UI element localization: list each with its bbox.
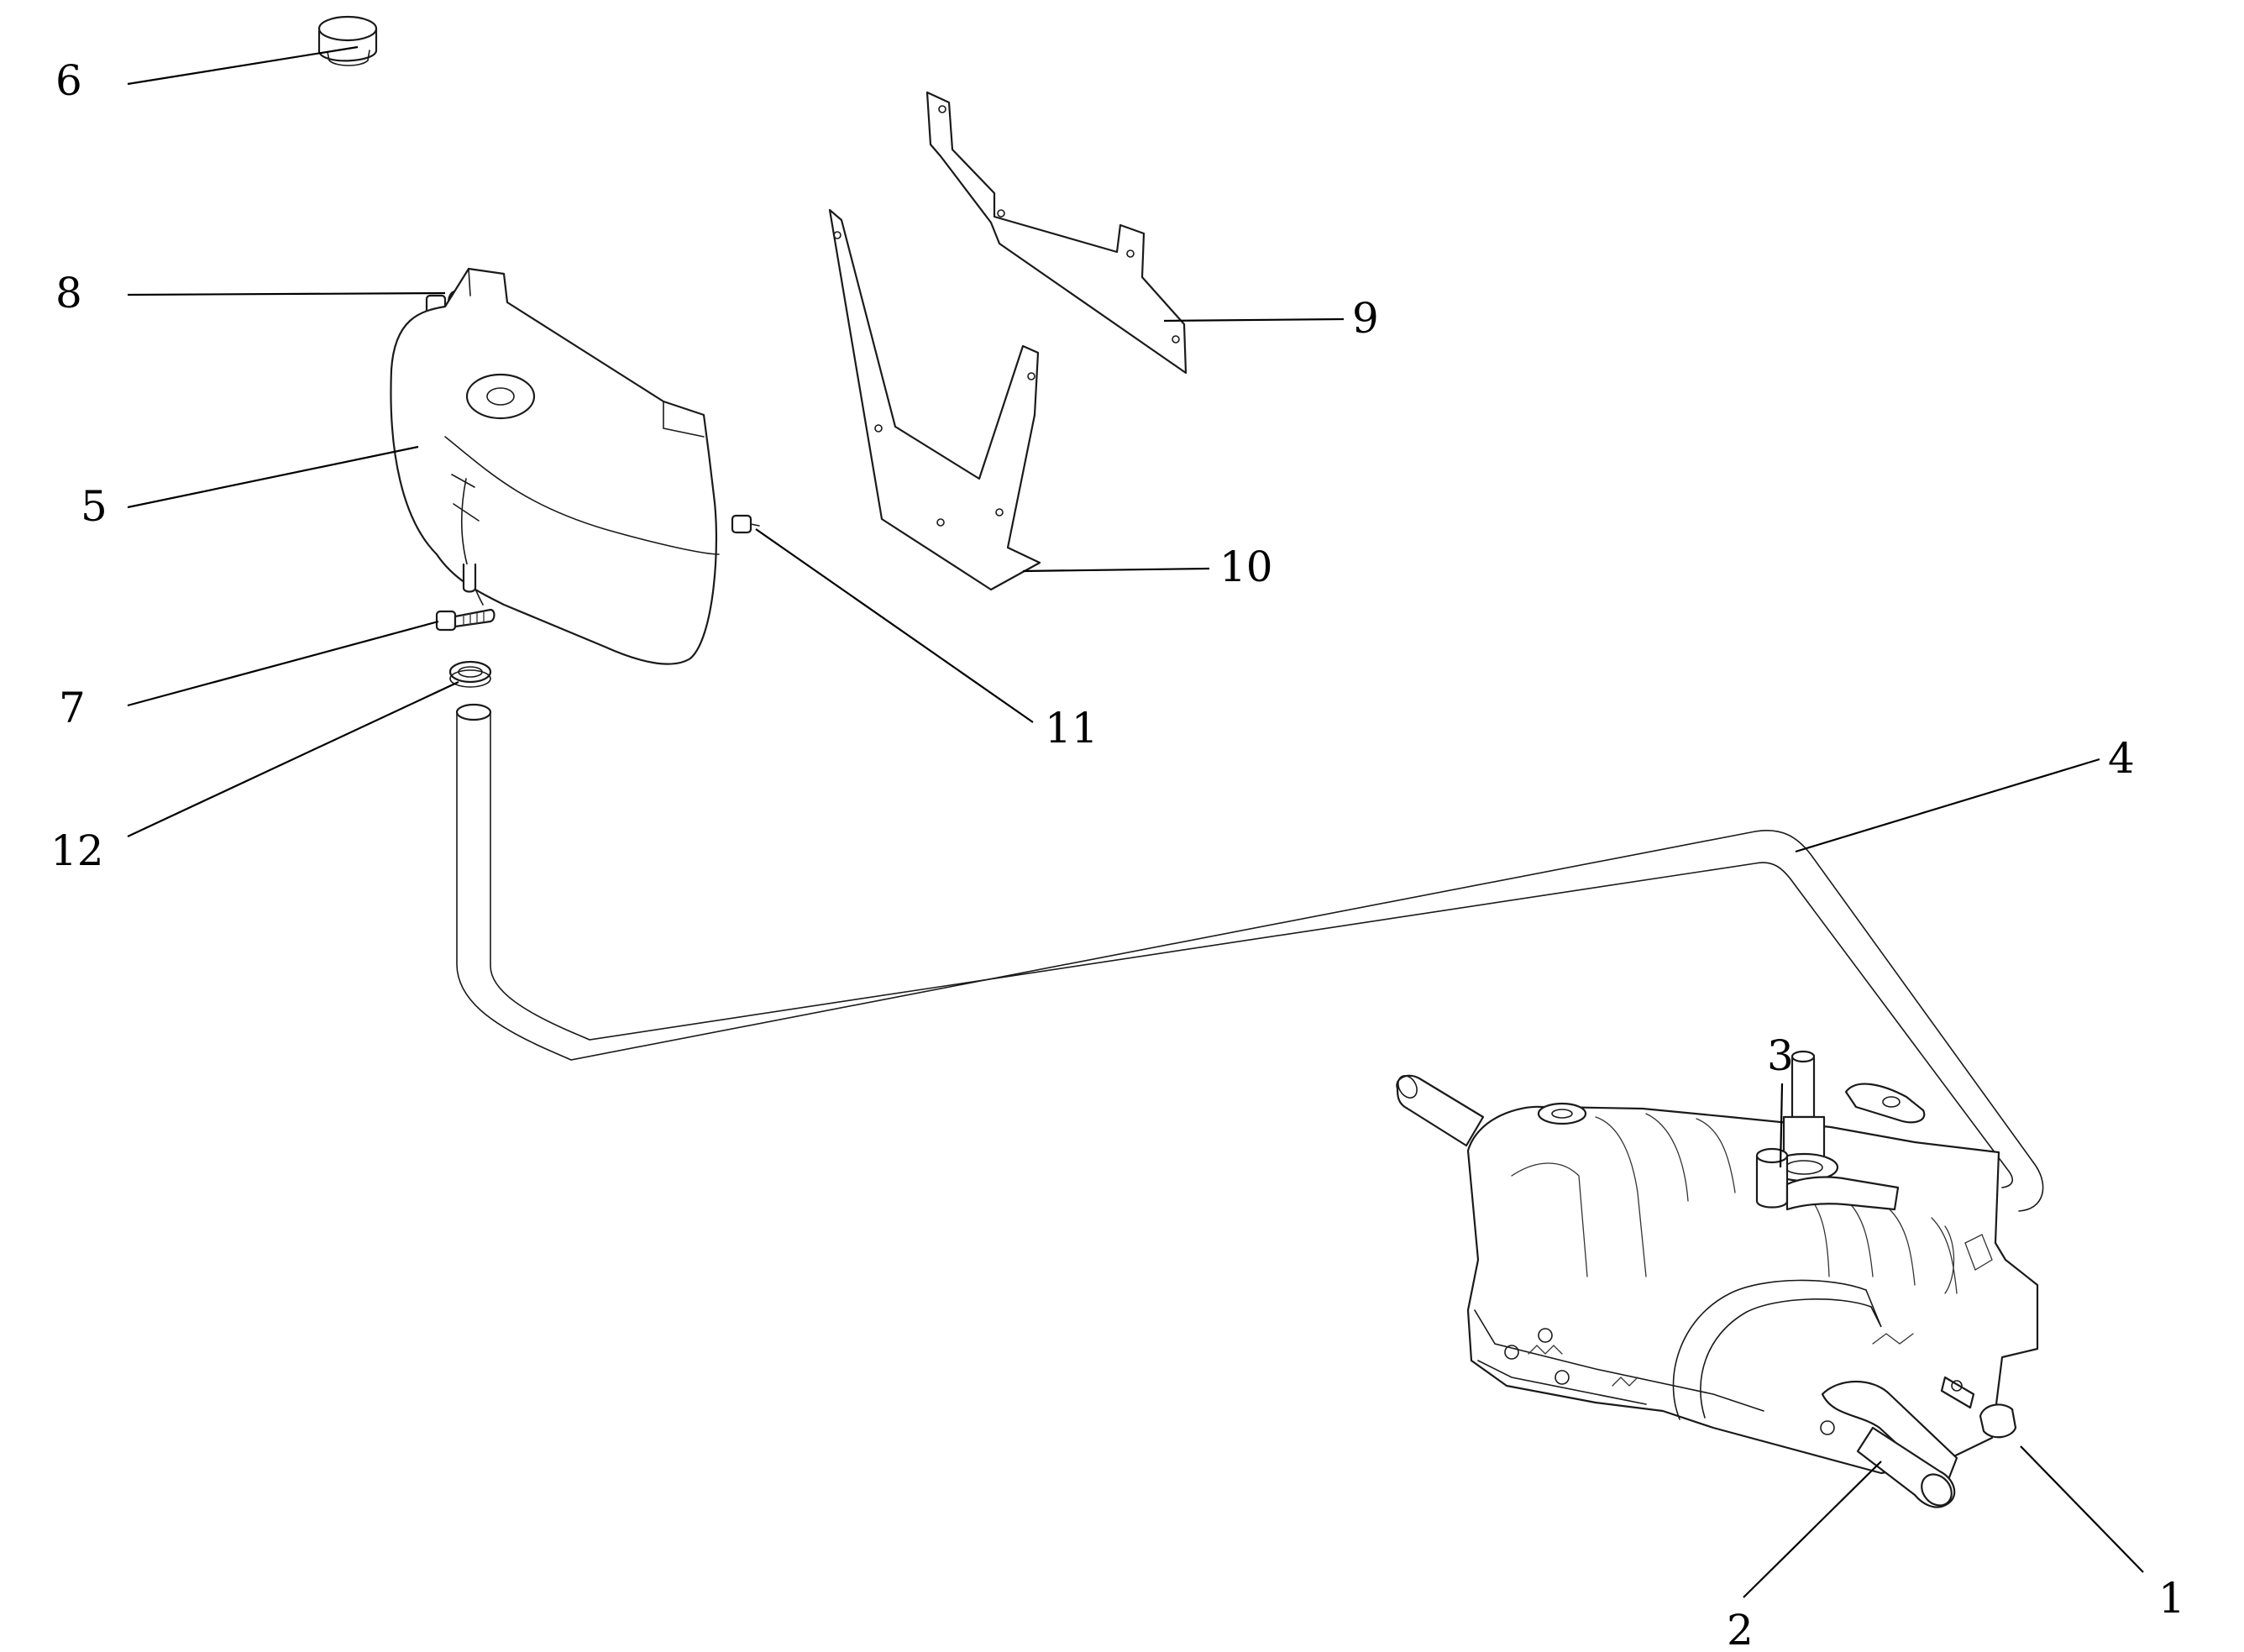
- leader-4: [1795, 758, 2100, 853]
- leader-1: [2020, 1445, 2144, 1573]
- callout-12: 12: [50, 826, 104, 875]
- leader-3: [1779, 1083, 1784, 1168]
- part-12-hose-clamp[interactable]: [448, 660, 492, 688]
- leader-10: [1022, 567, 1210, 573]
- callout-9: 9: [1352, 294, 1379, 343]
- transaxle-assembly[interactable]: [1394, 1050, 2039, 1512]
- callout-5: 5: [81, 482, 107, 531]
- part-9-upper-bracket[interactable]: [925, 91, 1188, 375]
- leader-5: [127, 445, 419, 509]
- callout-7: 7: [59, 684, 86, 732]
- part-4-hydraulic-hose[interactable]: [455, 703, 2044, 1212]
- callout-1: 1: [2158, 1574, 2185, 1623]
- part-6-reservoir-cap[interactable]: [317, 15, 378, 66]
- leader-lines: [127, 45, 2144, 1598]
- leader-11: [755, 528, 1034, 723]
- leader-8: [127, 291, 446, 296]
- leader-2: [1743, 1461, 1882, 1598]
- callout-8: 8: [55, 269, 82, 317]
- leader-6: [127, 45, 359, 86]
- callout-6: 6: [55, 56, 82, 105]
- callout-10: 10: [1219, 543, 1273, 591]
- callout-labels: 6 8 5 7 12 9 10 11 4 3 2 1: [50, 56, 2185, 1652]
- leader-7: [127, 620, 439, 707]
- part-11-bolt[interactable]: [731, 514, 760, 534]
- callout-2: 2: [1727, 1606, 1754, 1652]
- part-5-reservoir-tank[interactable]: [390, 267, 720, 665]
- callout-4: 4: [2108, 734, 2135, 783]
- leader-9: [1163, 317, 1345, 323]
- callout-3: 3: [1767, 1031, 1794, 1080]
- part-10-lower-bracket[interactable]: [828, 208, 1041, 591]
- callout-11: 11: [1045, 704, 1098, 753]
- leader-12: [127, 681, 459, 837]
- part-7-bolt[interactable]: [435, 608, 495, 632]
